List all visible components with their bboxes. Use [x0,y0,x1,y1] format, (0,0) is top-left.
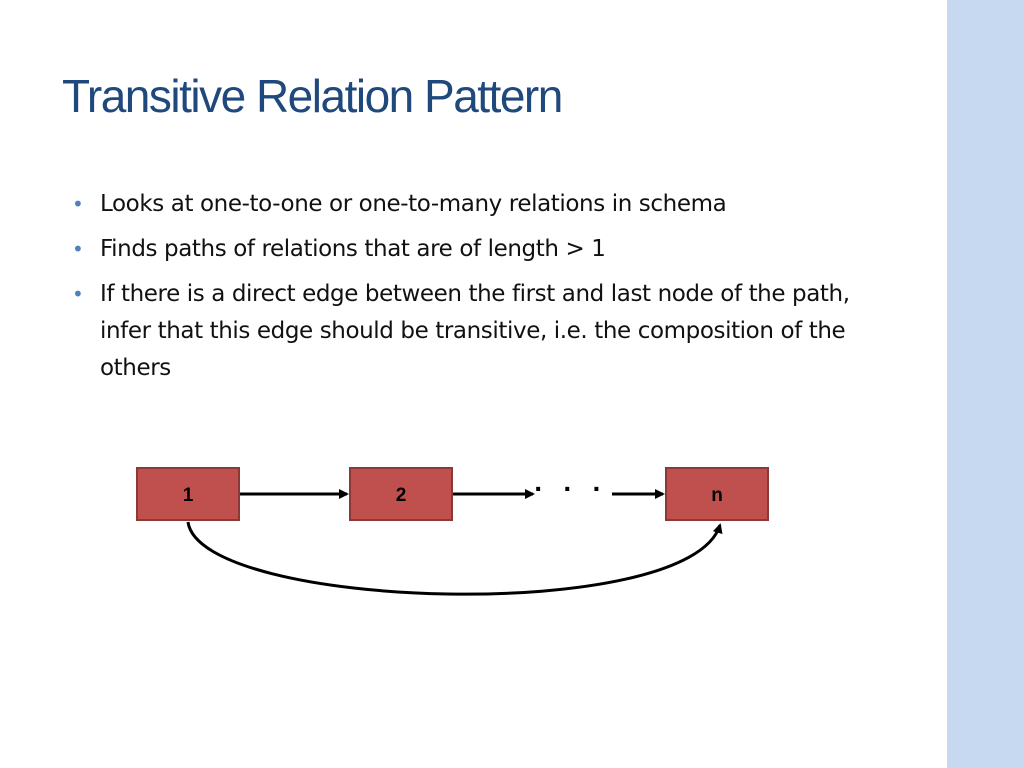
bullet-list: • Looks at one-to-one or one-to-many rel… [72,186,892,395]
bullet-item: • If there is a direct edge between the … [72,276,892,387]
node-box [665,467,769,521]
node-2: 2 [349,467,453,521]
bullet-item: • Finds paths of relations that are of l… [72,231,892,268]
node-1: 1 [136,467,240,521]
node-label: 2 [396,485,407,506]
bullet-text: If there is a direct edge between the fi… [100,281,850,381]
bullet-text: Finds paths of relations that are of len… [100,236,606,262]
node-label: n [711,485,723,506]
ellipsis-dots: · · · [534,473,608,504]
slide-title: Transitive Relation Pattern [62,70,563,122]
node-box [136,467,240,521]
bullet-dot-icon: • [72,282,84,306]
bullet-dot-icon: • [72,237,84,261]
bullet-text: Looks at one-to-one or one-to-many relat… [100,191,727,217]
node-label: 1 [183,485,194,506]
side-band [947,0,1024,768]
bullet-item: • Looks at one-to-one or one-to-many rel… [72,186,892,223]
node-box [349,467,453,521]
node-n: n [665,467,769,521]
edge-1-to-n-transitive [186,521,723,596]
bullet-dot-icon: • [72,192,84,216]
